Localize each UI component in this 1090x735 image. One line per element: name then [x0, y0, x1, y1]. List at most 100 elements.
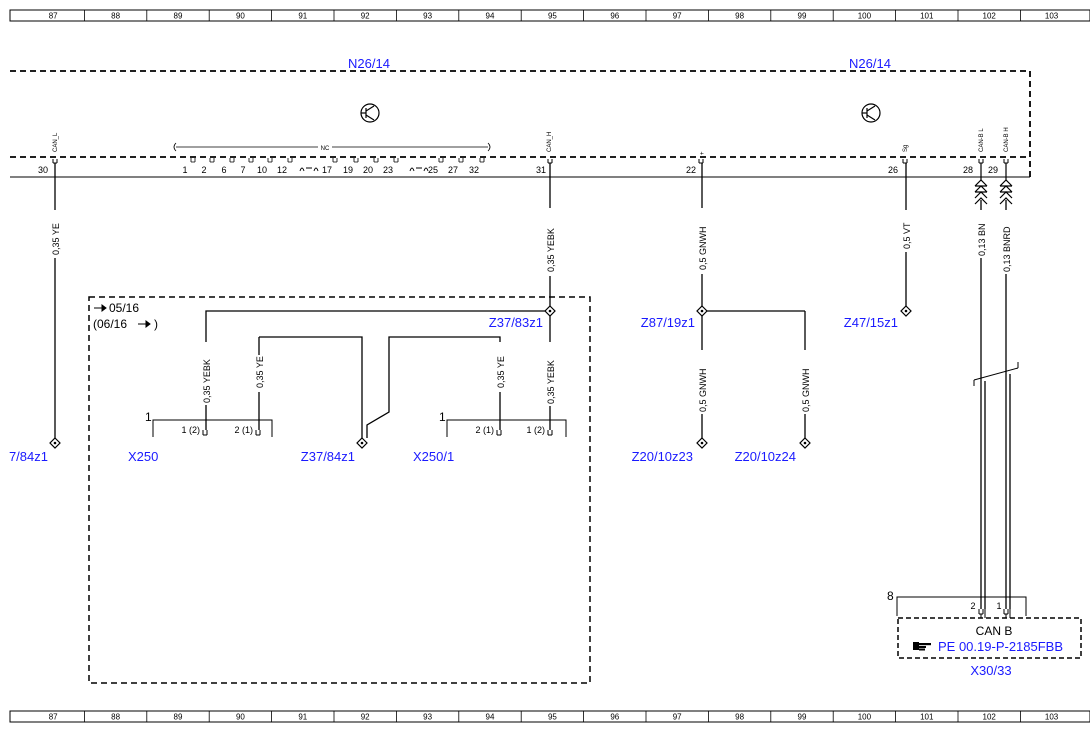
module-label-left[interactable]: N26/14: [348, 56, 390, 71]
splice-label-z20-10z24[interactable]: Z20/10z24: [735, 449, 796, 464]
nc-pin-stub: [353, 158, 359, 163]
variant-to-close: ): [154, 317, 158, 331]
splice-label-z47-15z1[interactable]: Z47/15z1: [844, 315, 898, 330]
transistor-icon: [861, 103, 881, 123]
pin-stubs: [52, 159, 1009, 164]
ruler-cell-label: 91: [298, 12, 307, 21]
arrow-icon: [94, 304, 107, 312]
ruler-cell-label: 90: [236, 12, 245, 21]
signal-plus: +: [700, 151, 706, 155]
nc-pin-stub: [209, 158, 215, 163]
x30-33-connector: [896, 596, 1027, 618]
ruler-cell-label: 101: [920, 713, 934, 722]
ruler-cell-label: 92: [361, 713, 370, 722]
wire-label-vt: 0,5 VT: [902, 222, 912, 249]
nc-pin-number: 27: [448, 165, 458, 175]
nc-pin-number: 20: [363, 165, 373, 175]
ruler-cell-label: 89: [174, 713, 183, 722]
splice-label-z20-10z23[interactable]: Z20/10z23: [632, 449, 693, 464]
wires: [54, 163, 1019, 609]
x250-connector: [152, 419, 273, 437]
splice-dots: [53, 309, 908, 445]
nc-pin-stub: [393, 158, 399, 163]
splice-label-z37-83z1[interactable]: Z37/83z1: [489, 315, 543, 330]
ruler-cell-label: 103: [1045, 713, 1059, 722]
ruler-cell-label: 98: [735, 713, 744, 722]
ruler-cell-label: 94: [486, 12, 495, 21]
connector-label-x250-1[interactable]: X250/1: [413, 449, 454, 464]
ruler-cell-label: 97: [673, 12, 682, 21]
x30-33-dashed-box: [897, 617, 1082, 659]
wire-label-gnwh-main: 0,5 GNWH: [698, 226, 708, 270]
nc-bracket: [173, 142, 491, 152]
module-label-right[interactable]: N26/14: [849, 56, 891, 71]
wire-label-ye-left: 0,35 YE: [51, 223, 61, 255]
nc-pin-number: 25: [428, 165, 438, 175]
ruler-cell-label: 100: [858, 12, 872, 21]
splice-label-z37-84z1[interactable]: Z37/84z1: [301, 449, 355, 464]
x250-pin-b: 2 (1): [234, 425, 253, 435]
nc-pin-number: 12: [277, 165, 287, 175]
signal-can-h: CAN_H: [547, 132, 553, 152]
nc-pin-number: 19: [343, 165, 353, 175]
pin-gap-squiggle: [299, 167, 319, 172]
wire-label-ye-x250-1: 0,35 YE: [496, 356, 506, 388]
splice-label-z87-19z1[interactable]: Z87/19z1: [641, 315, 695, 330]
ruler-cell-label: 100: [858, 713, 872, 722]
nc-pin-number: 23: [383, 165, 393, 175]
nc-pin-stub: [438, 158, 444, 163]
arrow-icon: [138, 320, 151, 328]
ruler-cell-label: 93: [423, 713, 432, 722]
pin-26: 26: [888, 165, 898, 175]
ruler-cell-label: 95: [548, 713, 557, 722]
x30-pin-2: 2: [970, 601, 975, 611]
ruler-cell-label: 94: [486, 713, 495, 722]
nc-pin-number: 6: [221, 165, 226, 175]
ruler-cell-label: 87: [49, 713, 58, 722]
nc-pin-number: 7: [240, 165, 245, 175]
ruler-cell-label: 95: [548, 12, 557, 21]
x250-1-number: 1: [439, 410, 446, 424]
ruler-cell-label: 102: [983, 713, 997, 722]
ruler-cell-label: 91: [298, 713, 307, 722]
ruler-frame: [9, 9, 1090, 22]
ruler-cell-label: 93: [423, 12, 432, 21]
nc-pin-stub: [287, 158, 293, 163]
can-b-connector-symbols: [974, 163, 1013, 205]
x30-number: 8: [887, 589, 894, 603]
connector-label-x30-33[interactable]: X30/33: [970, 663, 1011, 678]
ruler-cell-label: 92: [361, 12, 370, 21]
x30-can-b-label: CAN B: [976, 624, 1013, 638]
nc-pin-stub: [248, 158, 254, 163]
ruler-cell-label: 96: [610, 12, 619, 21]
pin-29: 29: [988, 165, 998, 175]
ruler-cell-label: 90: [236, 713, 245, 722]
ruler-cell-label: 99: [798, 713, 807, 722]
wire-label-yebk-x250-1: 0,35 YEBK: [546, 360, 556, 404]
pin-30: 30: [38, 165, 48, 175]
wire-label-gnwh-z23: 0,5 GNWH: [698, 368, 708, 412]
nc-pin-stub: [190, 158, 196, 163]
x30-reference-link[interactable]: PE 00.19-P-2185FBB: [938, 639, 1063, 654]
nc-pin-number: 32: [469, 165, 479, 175]
x250-1-connector: [446, 419, 567, 437]
ruler-cell-label: 96: [610, 713, 619, 722]
x250-number: 1: [145, 410, 152, 424]
splice-label-z37-84z1-left[interactable]: 7/84z1: [9, 449, 48, 464]
wire-label-yebk-main: 0,35 YEBK: [546, 228, 556, 272]
pin-22: 22: [686, 165, 696, 175]
x250-pin-a: 1 (2): [181, 425, 200, 435]
wire-label-bn: 0,13 BN: [977, 223, 987, 256]
connector-label-x250[interactable]: X250: [128, 449, 158, 464]
pin-gap-squiggle: [409, 167, 429, 172]
signal-can-b-l: CAN-B L: [979, 128, 985, 152]
signal-can-b-h: CAN-B H: [1004, 127, 1010, 152]
ruler-cell-label: 102: [983, 12, 997, 21]
pin-31: 31: [536, 165, 546, 175]
ruler-frame: [9, 710, 1090, 723]
variant-to: (06/16: [93, 317, 127, 331]
